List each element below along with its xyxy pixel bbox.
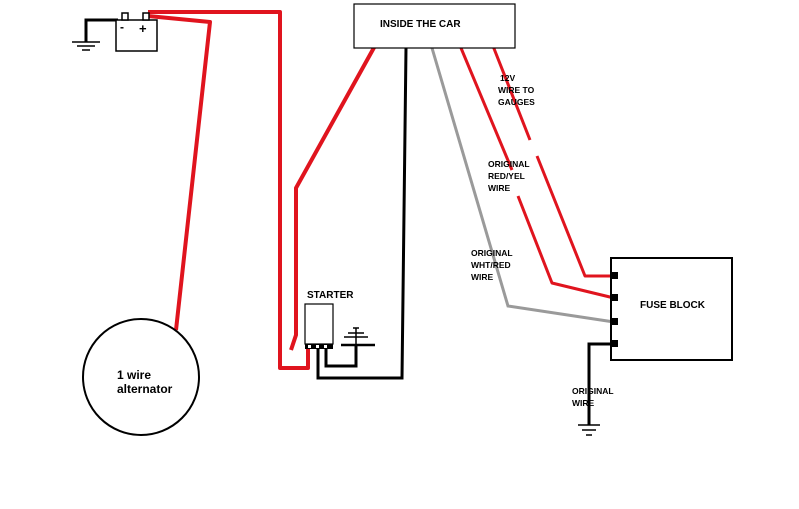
original-wire-label-line1: ORIGINAL: [572, 386, 614, 396]
wht-red-wire-label: ORIGINAL WHT/RED WIRE: [471, 248, 513, 282]
fuse-red-wires: [459, 45, 615, 300]
alternator-label-line1: 1 wire: [117, 368, 151, 382]
alternator: 1 wire alternator: [82, 318, 200, 436]
wht-red-label-line3: WIRE: [471, 272, 494, 282]
battery-to-alternator-wire: [147, 14, 212, 331]
battery: - +: [115, 12, 158, 52]
inside-car-ground-wire: [316, 47, 408, 380]
fuse-block: FUSE BLOCK: [610, 257, 733, 361]
battery-minus-label: -: [120, 20, 124, 34]
wht-red-wire: [430, 47, 615, 324]
original-wire-label-line2: WIRE: [572, 398, 595, 408]
red-yel-label-line2: RED/YEL: [488, 171, 525, 181]
red-yel-label-line3: WIRE: [488, 183, 511, 193]
inside-car-box: INSIDE THE CAR: [353, 3, 516, 49]
red-wires: [147, 10, 378, 370]
gray-wire: [430, 47, 615, 324]
fuse-block-ground-wire: [587, 342, 614, 425]
starter-ground-icon: [341, 327, 375, 347]
inside-car-to-starter-wire: [289, 43, 378, 351]
battery-ground-icon: [72, 41, 100, 51]
fuse-block-label: FUSE BLOCK: [640, 300, 706, 311]
gauges-wire: [491, 45, 532, 141]
gauges-label-line2: WIRE TO: [498, 85, 535, 95]
starter-label: STARTER: [307, 290, 354, 301]
gauges-wire-label: 12V WIRE TO GAUGES: [498, 73, 535, 107]
red-yel-wire-label: ORIGINAL RED/YEL WIRE: [488, 159, 530, 193]
original-wire-label: ORIGINAL WIRE: [572, 386, 614, 408]
gauges-label-line3: GAUGES: [498, 97, 535, 107]
red-yel-wire: [459, 47, 514, 171]
battery-plus-label: +: [139, 21, 147, 36]
battery-to-starter-wire: [148, 10, 310, 370]
wht-red-label-line1: ORIGINAL: [471, 248, 513, 258]
red-yel-label-line1: ORIGINAL: [488, 159, 530, 169]
inside-car-label: INSIDE THE CAR: [380, 19, 461, 30]
starter-ground-wire: [324, 345, 358, 368]
starter: STARTER: [304, 290, 354, 349]
battery-ground-wire: [84, 18, 118, 42]
wht-red-label-line2: WHT/RED: [471, 260, 511, 270]
alternator-label-line2: alternator: [117, 382, 173, 396]
red-yel-wire-lower: [516, 195, 615, 300]
fuse-ground-icon: [578, 424, 600, 436]
gauges-label-line1: 12V: [500, 73, 515, 83]
black-wires: [84, 18, 614, 425]
gauges-wire-lower: [535, 155, 614, 278]
